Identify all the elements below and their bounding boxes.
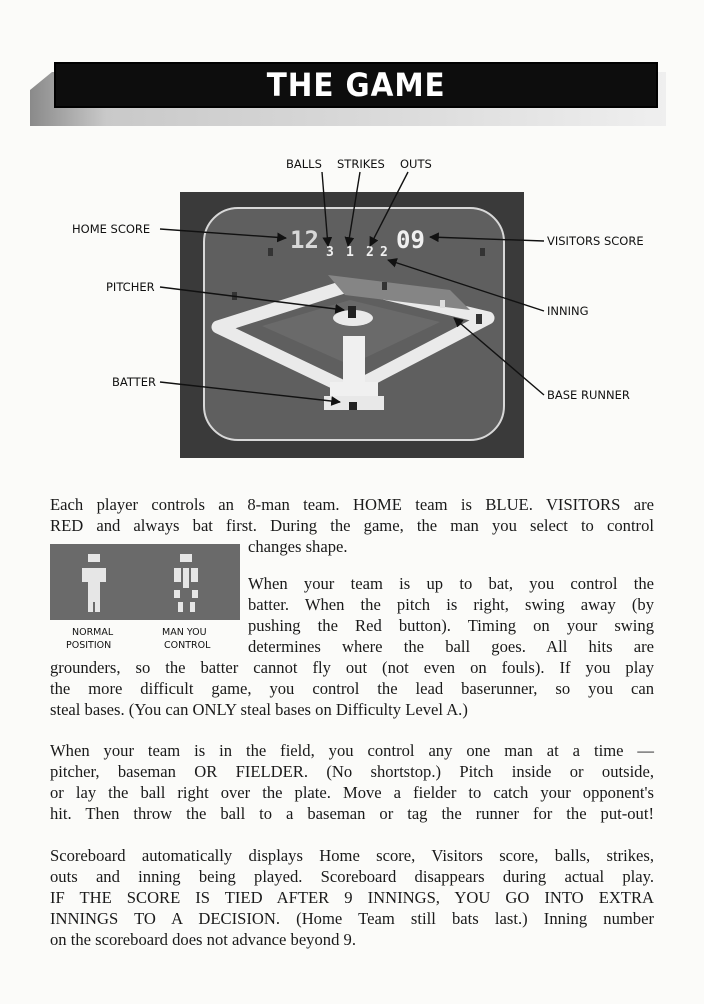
strikes-display: 1: [346, 245, 354, 260]
game-screen-diagram: 12 3 1 2 2 09 BALLS STRIKES OUTS HOM: [0, 140, 704, 470]
outs-label: OUTS: [400, 157, 432, 171]
base-runner-figure: [476, 314, 482, 324]
text-line: batter. When the pitch is right, swing a…: [248, 595, 654, 614]
home-score-display: 12: [290, 226, 319, 254]
player-shape-illustration: NORMAL POSITION MAN YOU CONTROL: [50, 544, 240, 656]
balls-label: BALLS: [286, 157, 322, 171]
page-title: THE GAME: [266, 66, 446, 104]
visitors-score-label: VISITORS SCORE: [547, 234, 644, 248]
normal-player-figure: [82, 554, 106, 612]
text-line: INNINGS TO A DECISION. (Home Team still …: [50, 909, 654, 928]
text-line: When your team is in the field, you cont…: [50, 741, 654, 760]
visitors-score-display: 09: [396, 226, 425, 254]
pitcher-figure: [348, 306, 356, 318]
batter-arrow: [159, 381, 341, 406]
outs-display: 2: [366, 245, 374, 260]
batter-label: BATTER: [112, 375, 156, 389]
strikes-arrow: [344, 171, 361, 247]
paragraph-batting: When your team is up to bat, you control…: [50, 573, 654, 720]
man-you-control-label-1: MAN YOU: [162, 627, 207, 638]
base-runner-label: BASE RUNNER: [547, 388, 630, 402]
text-line: the more difficult game, you control the…: [50, 679, 654, 698]
home-score-label: HOME SCORE: [72, 222, 150, 236]
text-line: determines where the ball goes. All hits…: [248, 637, 654, 656]
text-line: changes shape.: [248, 537, 348, 556]
title-banner: THE GAME: [54, 62, 658, 108]
home-score-arrow: [159, 228, 287, 243]
callout-arrows: [159, 171, 545, 406]
base-runner-arrow: [453, 317, 545, 396]
text-line: pitcher, baseman OR FIELDER. (No shortst…: [50, 762, 654, 781]
inning-display: 2: [380, 245, 388, 260]
text-line: outs and inning being played. Scoreboard…: [50, 867, 654, 886]
scoreboard: 12 3 1 2 2 09: [290, 226, 425, 260]
paragraph-team-intro: Each player controls an 8-man team. HOME…: [50, 494, 654, 557]
strikes-label: STRIKES: [337, 157, 385, 171]
text-line: IF THE SCORE IS TIED AFTER 9 INNINGS, YO…: [50, 888, 654, 907]
text-line: Each player controls an 8-man team. HOME…: [50, 495, 654, 514]
balls-display: 3: [326, 245, 334, 260]
paragraph-fielding: When your team is in the field, you cont…: [50, 740, 654, 824]
batter-figure: [349, 402, 357, 410]
text-line: Scoreboard automatically displays Home s…: [50, 846, 654, 865]
text-line: RED and always bat first. During the gam…: [50, 516, 654, 535]
thumbnail-background: [50, 544, 240, 620]
controlled-player-figure: [174, 554, 198, 612]
normal-position-label-1: NORMAL: [72, 627, 114, 638]
man-you-control-label-2: CONTROL: [164, 640, 211, 651]
text-line: pushing the Red button). Timing on your …: [248, 616, 654, 635]
text-line: hit. Then throw the ball to a baseman or…: [50, 804, 654, 823]
text-line: on the scoreboard does not advance beyon…: [50, 930, 356, 949]
pitcher-label: PITCHER: [106, 280, 155, 294]
visitors-score-arrow: [429, 232, 545, 243]
text-line: steal bases. (You can ONLY steal bases o…: [50, 700, 468, 719]
text-line: grounders, so the batter cannot fly out …: [50, 658, 654, 677]
outs-arrow: [369, 171, 409, 247]
balls-arrow: [321, 171, 333, 247]
text-line: or lay the ball right over the plate. Mo…: [50, 783, 654, 802]
paragraph-scoreboard: Scoreboard automatically displays Home s…: [50, 845, 654, 950]
inning-label: INNING: [547, 304, 589, 318]
inning-arrow: [387, 258, 545, 312]
normal-position-label-2: POSITION: [66, 640, 111, 651]
text-line: When your team is up to bat, you control…: [248, 574, 654, 593]
pitcher-arrow: [159, 286, 345, 314]
